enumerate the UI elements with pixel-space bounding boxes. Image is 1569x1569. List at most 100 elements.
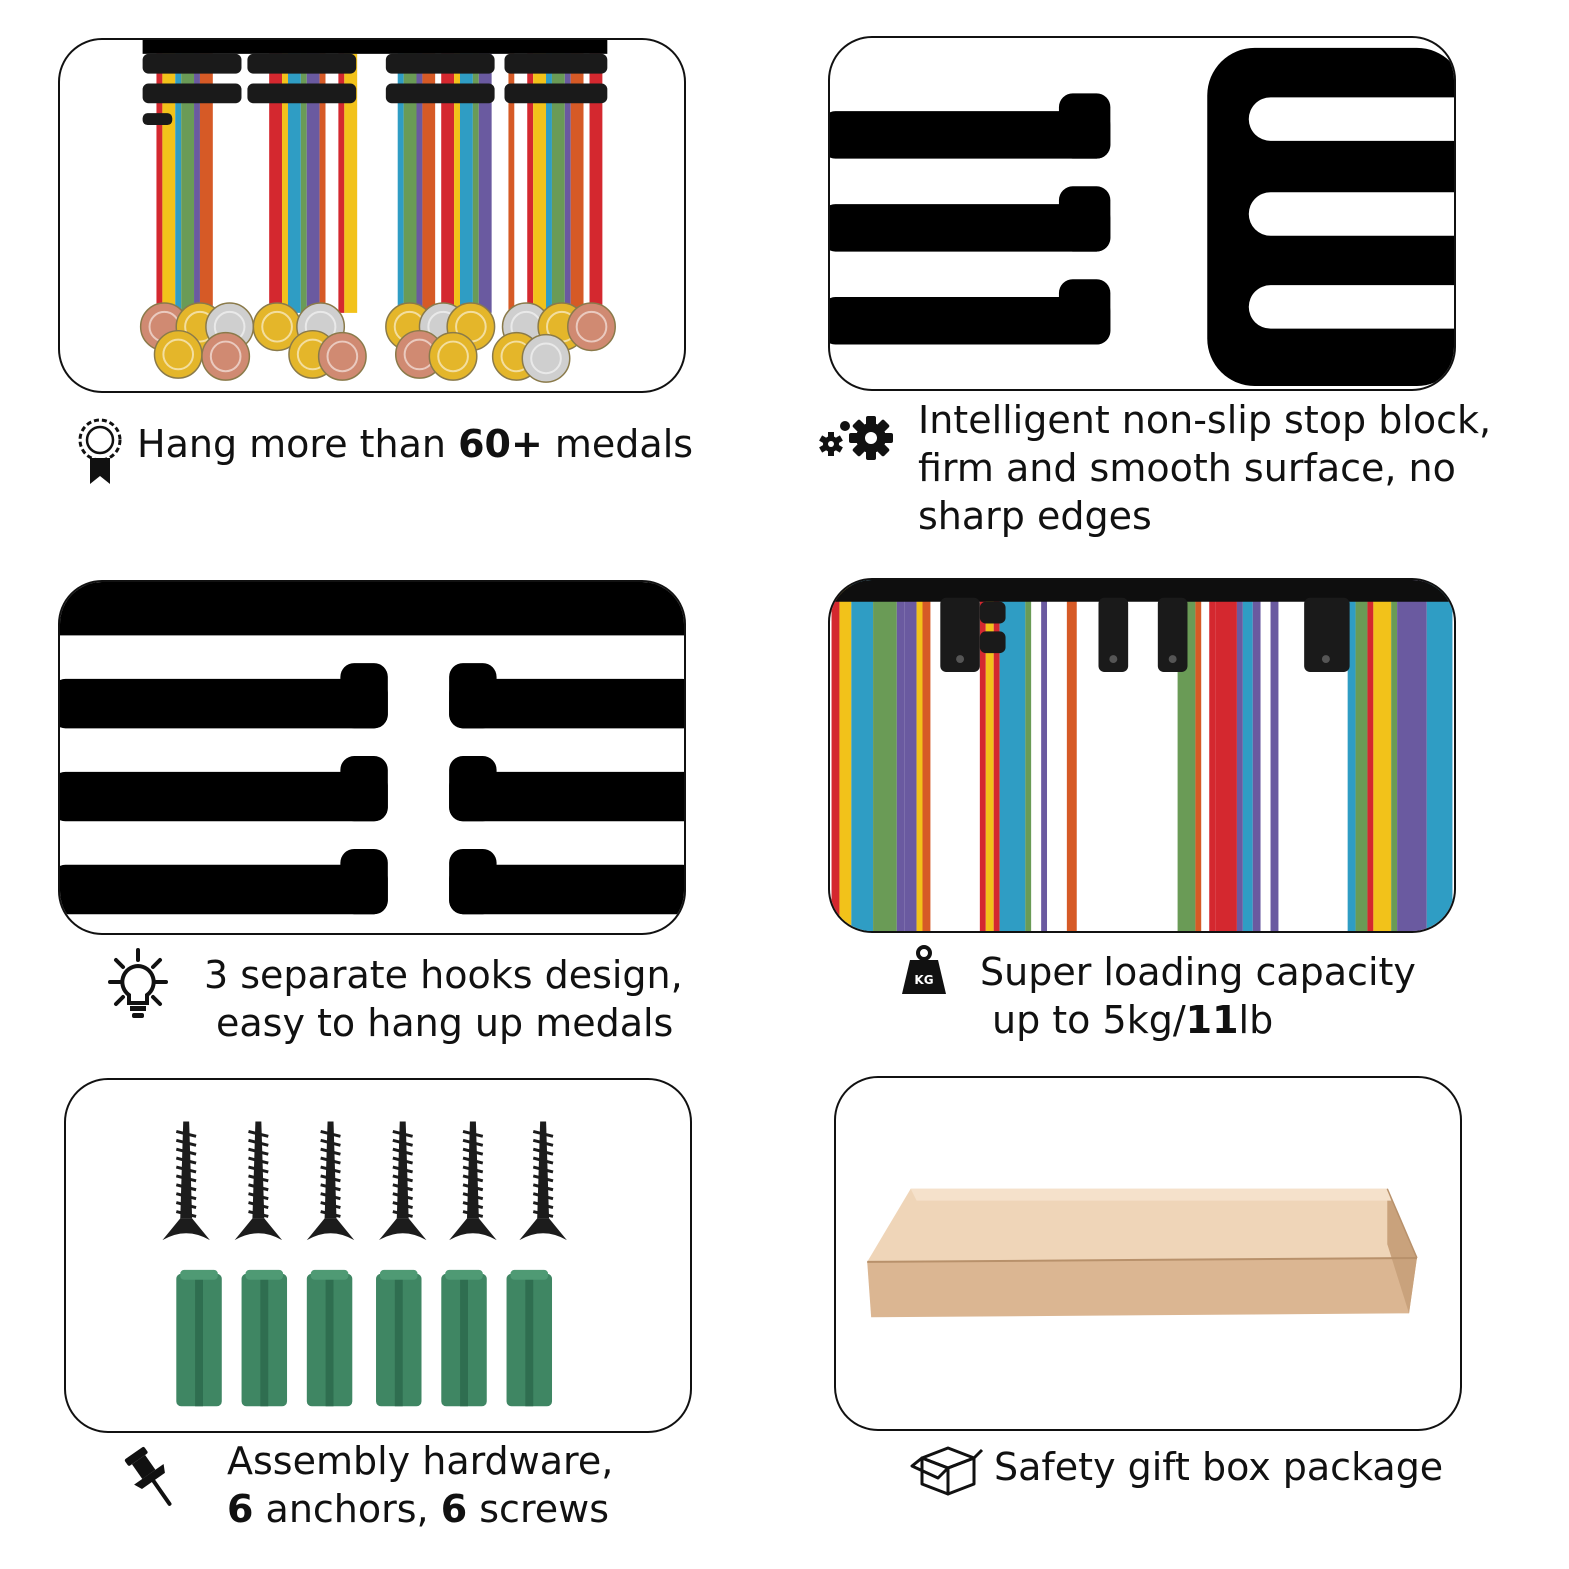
ribbon [979,580,986,931]
screw-thread [175,1129,197,1138]
screw-thread [462,1183,484,1192]
screw-head [519,1218,567,1241]
weight-icon-label: KG [914,973,933,987]
screw-thread [392,1138,413,1147]
screw-thread [320,1156,341,1165]
loaded-ribbons-illustration [831,580,1453,931]
screw-thread [175,1192,197,1201]
screw-thread [248,1174,269,1183]
ribbon [993,580,1000,931]
screw-head [234,1218,283,1241]
hooks-line2: easy to hang up medals [216,1001,674,1045]
ribbon [1209,580,1216,931]
ribbon [459,53,473,313]
medals-count: 60+ [458,422,543,466]
ribbon [422,53,436,313]
medal-rim [209,340,242,373]
loading-capacity-closeup [828,578,1456,933]
capacity-caption: Super loading capacity up to 5kg/11lb [980,948,1416,1044]
screw-thread [320,1192,341,1201]
medal [317,331,367,381]
separate-hooks-closeup [58,580,686,935]
screw-thread [320,1201,341,1209]
anchor-collar [379,1269,418,1280]
ribbon [1041,580,1048,931]
ribbon [904,580,917,931]
hardware-line1: Assembly hardware, [227,1439,614,1483]
screw-thread [532,1165,554,1174]
screw-thread [175,1156,197,1165]
screw-thread [392,1147,413,1156]
ribbon [533,53,547,313]
capacity-line2: up to 5kg/11lb [980,996,1416,1044]
screw-thread [248,1165,269,1174]
ribbon [478,53,492,313]
screw-thread [532,1201,554,1209]
ribbon [199,53,213,313]
ribbon [1260,580,1267,931]
screw-thread [532,1129,554,1138]
ribbon [1373,580,1392,931]
screw-count: 6 [440,1487,468,1531]
ribbon [181,53,195,313]
box-icon [908,1440,984,1496]
screw-thread [462,1156,484,1165]
ribbon [1236,580,1243,931]
ribbon [300,53,307,313]
ribbon [397,53,404,313]
hardware-line2: 6 anchors, 6 screws [227,1485,613,1533]
screw-thread [532,1174,554,1183]
screw-thread [175,1201,197,1209]
screw-head [162,1218,210,1241]
anchor-groove [394,1273,403,1407]
screw-thread [248,1210,269,1218]
hooks-caption: 3 separate hooks design, easy to hang up… [204,951,683,1047]
ribbon [1347,580,1356,931]
screw-thread [248,1129,269,1138]
screw-thread [320,1174,341,1183]
ribbon [269,53,283,313]
screw-head [378,1218,427,1241]
screw-thread [175,1183,197,1192]
stop-block-line2: firm and smooth surface, no [918,446,1456,490]
ribbon [922,580,931,931]
ribbon [1252,580,1261,931]
anchor-groove [525,1273,534,1407]
ribbon [325,53,339,313]
ribbon [175,53,182,313]
pushpin-icon [124,1446,176,1512]
gears-icon [815,412,895,464]
stop-block-illustration [830,47,1454,387]
screw-head [306,1218,355,1241]
screw-thread [462,1192,484,1201]
ribbon [839,580,852,931]
medals-caption: Hang more than 60+ medals [137,420,693,468]
capacity-line1: Super loading capacity [980,950,1416,994]
assembly-hardware-photo [64,1078,692,1433]
ribbon [1426,580,1453,931]
ribbon [306,53,320,313]
ribbon [344,53,358,313]
screw-thread [175,1165,197,1174]
ribbon [194,53,200,313]
anchor-groove [260,1273,269,1407]
screw-thread [175,1174,197,1183]
screw-thread [248,1138,269,1147]
ribbon [583,53,590,313]
ribbon [1078,580,1095,931]
screw-thread [320,1183,341,1192]
screw-thread [248,1156,269,1165]
ribbon [403,53,417,313]
anchor-groove [195,1273,203,1407]
screw-thread [320,1210,341,1218]
ribbon [551,53,565,313]
screw-thread [320,1165,341,1174]
screw-thread [532,1156,554,1165]
anchor-collar [445,1269,483,1280]
screw-thread [175,1147,197,1156]
anchor-collar [310,1269,349,1280]
screw-thread [248,1183,269,1192]
ribbon [851,580,874,931]
anchor-collar [180,1269,218,1280]
screw-thread [248,1201,269,1209]
